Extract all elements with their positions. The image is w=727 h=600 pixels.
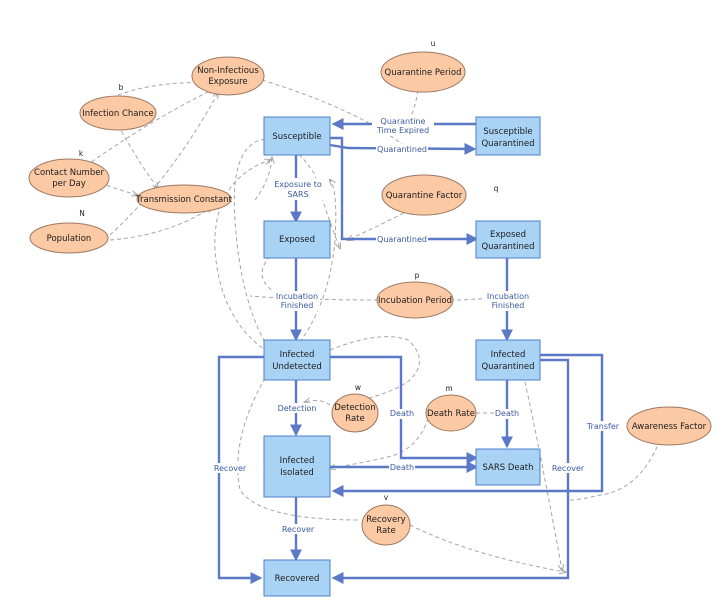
flow-label-recover-left: Recover bbox=[214, 464, 247, 473]
stock-label: Exposed bbox=[279, 235, 315, 245]
var-label: Population bbox=[47, 234, 92, 244]
flow-label-detection: Detection bbox=[278, 404, 317, 413]
stock-susceptible[interactable]: Susceptible bbox=[263, 116, 331, 156]
flow-label-recover-mid: Recover bbox=[282, 525, 315, 534]
symbol-q: q bbox=[494, 184, 499, 193]
var-label: Infection Chance bbox=[82, 109, 154, 119]
var-incubation-period[interactable]: Incubation Period bbox=[376, 281, 454, 319]
var-label: Transmission Constant bbox=[135, 195, 232, 205]
flow-label-quarantined-mid: Quarantined bbox=[377, 235, 427, 244]
information-links bbox=[79, 80, 661, 572]
stock-exposed-quarantined[interactable]: Exposed Quarantined bbox=[475, 220, 541, 259]
stock-label-line1: Susceptible bbox=[483, 127, 532, 137]
var-quarantine-factor[interactable]: Quarantine Factor bbox=[381, 174, 467, 216]
stock-label: Recovered bbox=[275, 574, 320, 584]
stock-label: SARS Death bbox=[482, 463, 533, 473]
var-label: Awareness Factor bbox=[632, 422, 707, 432]
var-label-line2: Rate bbox=[345, 414, 365, 424]
stock-exposed[interactable]: Exposed bbox=[263, 220, 331, 259]
var-label: Quarantine Period bbox=[385, 68, 462, 78]
var-label-line1: Detection bbox=[334, 403, 375, 413]
var-quarantine-period[interactable]: Quarantine Period bbox=[380, 51, 466, 93]
stock-label-line2: Quarantined bbox=[481, 242, 534, 252]
flow-label-quarantine-time-expired-2: Time Expired bbox=[376, 126, 429, 135]
var-transmission-constant[interactable]: Transmission Constant bbox=[135, 184, 233, 214]
symbol-N: N bbox=[79, 209, 85, 218]
flow-label-incubation-finished-right-1: Incubation bbox=[487, 292, 529, 301]
stock-label-line1: Infected bbox=[280, 456, 315, 466]
symbol-v: v bbox=[384, 493, 389, 502]
stock-label-line2: Quarantined bbox=[481, 139, 534, 149]
flow-label-death-bottom: Death bbox=[390, 463, 414, 472]
var-label-line1: Contact Number bbox=[34, 168, 104, 178]
symbol-labels: b k N u q p w m v bbox=[79, 39, 499, 502]
flow-label-transfer: Transfer bbox=[586, 422, 620, 431]
stock-label: Susceptible bbox=[272, 132, 321, 142]
stock-recovered[interactable]: Recovered bbox=[263, 559, 331, 597]
flow-label-quarantined-top: Quarantined bbox=[377, 145, 427, 154]
stock-infected-undetected[interactable]: Infected Undetected bbox=[263, 339, 331, 381]
var-recovery-rate[interactable]: Recovery Rate bbox=[361, 504, 411, 546]
flow-label-quarantine-time-expired-1: Quarantine bbox=[381, 117, 426, 126]
symbol-m: m bbox=[445, 384, 452, 393]
var-label-line2: per Day bbox=[52, 179, 86, 189]
stock-label-line1: Infected bbox=[491, 350, 526, 360]
var-detection-rate[interactable]: Detection Rate bbox=[331, 393, 379, 433]
symbol-k: k bbox=[79, 149, 84, 158]
var-population[interactable]: Population bbox=[29, 222, 109, 254]
flow-labels: Quarantine Time Expired Quarantined Expo… bbox=[212, 116, 621, 534]
stock-label-line2: Isolated bbox=[280, 468, 314, 478]
var-label-line1: Non-Infectious bbox=[197, 66, 259, 76]
stock-label-line1: Exposed bbox=[490, 230, 526, 240]
stock-infected-isolated[interactable]: Infected Isolated bbox=[263, 435, 331, 498]
symbol-w: w bbox=[355, 383, 361, 392]
var-label: Quarantine Factor bbox=[386, 191, 463, 201]
flow-label-exposure-to-sars-2: SARS bbox=[287, 190, 308, 199]
flow-label-death-right: Death bbox=[495, 409, 519, 418]
var-infection-chance[interactable]: Infection Chance bbox=[79, 95, 157, 131]
var-death-rate[interactable]: Death Rate bbox=[425, 394, 477, 432]
flow-label-incubation-finished-left-2: Finished bbox=[281, 301, 314, 310]
stock-label-line1: Infected bbox=[280, 350, 315, 360]
var-label: Death Rate bbox=[427, 409, 475, 419]
symbol-p: p bbox=[415, 271, 420, 280]
var-awareness-factor[interactable]: Awareness Factor bbox=[626, 406, 712, 446]
flow-label-incubation-finished-right-2: Finished bbox=[492, 301, 525, 310]
var-contact-number[interactable]: Contact Number per Day bbox=[28, 158, 110, 198]
flow-label-exposure-to-sars-1: Exposure to bbox=[274, 180, 322, 189]
stock-label-line2: Quarantined bbox=[481, 362, 534, 372]
var-label-line2: Rate bbox=[376, 526, 396, 536]
stock-sars-death[interactable]: SARS Death bbox=[475, 448, 541, 486]
flow-label-death-left: Death bbox=[390, 409, 414, 418]
var-label-line1: Recovery bbox=[366, 515, 405, 525]
symbol-b: b bbox=[119, 83, 124, 92]
stock-label-line2: Undetected bbox=[272, 362, 321, 372]
symbol-u: u bbox=[431, 39, 436, 48]
var-non-infectious-exposure[interactable]: Non-Infectious Exposure bbox=[191, 56, 265, 96]
var-label: Incubation Period bbox=[378, 296, 452, 306]
flow-label-incubation-finished-left-1: Incubation bbox=[276, 292, 318, 301]
stock-infected-quarantined[interactable]: Infected Quarantined bbox=[475, 339, 541, 381]
flow-label-recover-right: Recover bbox=[552, 464, 585, 473]
stock-susceptible-quarantined[interactable]: Susceptible Quarantined bbox=[475, 116, 541, 156]
var-label-line2: Exposure bbox=[208, 77, 247, 87]
